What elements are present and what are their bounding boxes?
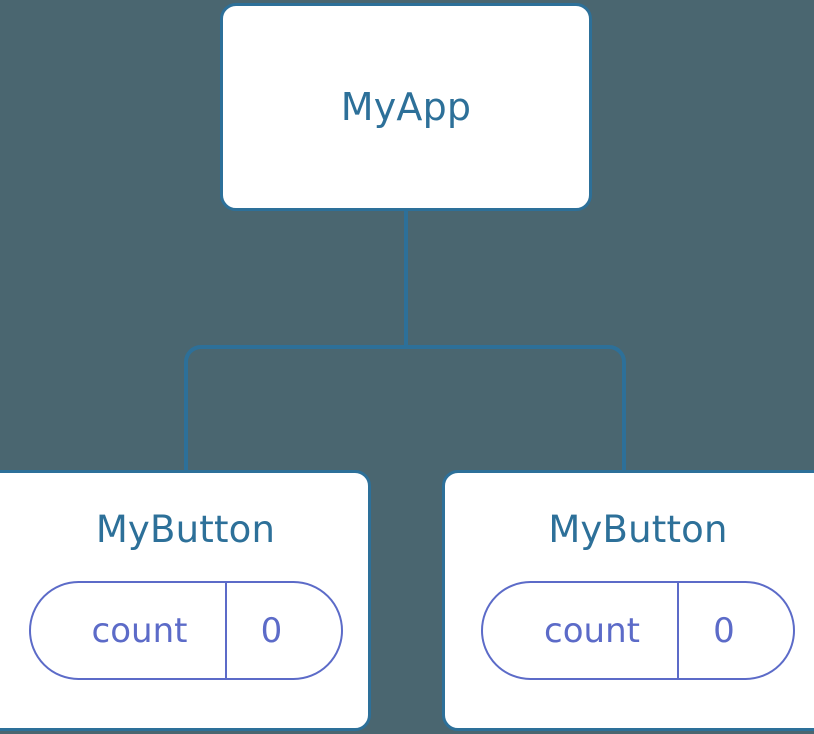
state-badge-count[interactable]: count 0 — [481, 581, 795, 680]
state-key: count — [544, 610, 640, 651]
node-content: MyButton count 0 — [0, 511, 371, 680]
state-value: 0 — [224, 583, 341, 678]
state-value: 0 — [677, 583, 793, 678]
node-mybutton-0[interactable]: MyButton count 0 — [0, 470, 371, 731]
connector-edge-child-1 — [406, 345, 626, 472]
node-title: MyButton — [548, 508, 728, 551]
state-key: count — [91, 610, 188, 651]
state-badge-count[interactable]: count 0 — [28, 581, 343, 680]
node-title: MyApp — [340, 85, 472, 129]
node-content: MyButton count 0 — [452, 511, 814, 680]
connector-edge-child-0 — [184, 345, 406, 472]
node-mybutton-1[interactable]: MyButton count 0 — [442, 470, 814, 731]
node-myapp[interactable]: MyApp — [220, 3, 592, 211]
node-title: MyButton — [95, 508, 276, 551]
